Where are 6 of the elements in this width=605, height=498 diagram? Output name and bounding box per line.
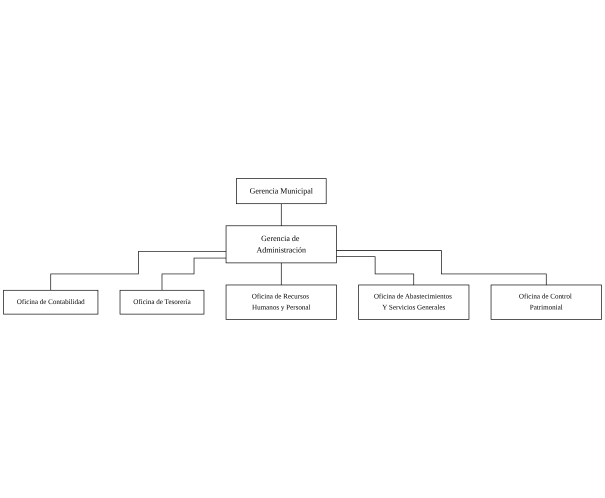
connector	[336, 256, 414, 286]
connector	[162, 258, 226, 291]
connector	[50, 251, 226, 291]
connector	[280, 262, 282, 286]
connector	[280, 203, 282, 226]
connector	[336, 250, 547, 286]
